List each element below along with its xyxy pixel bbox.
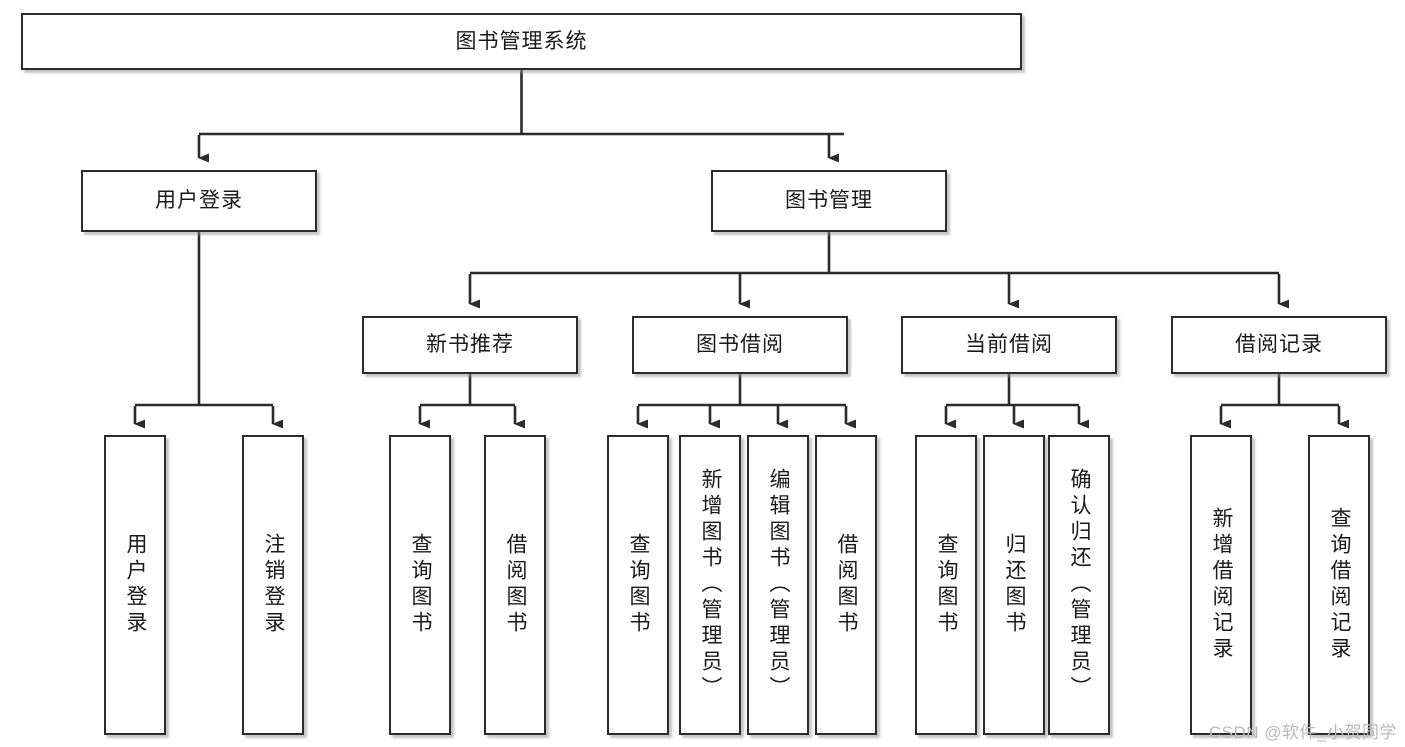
leaf-node-confirm-return[interactable]: 确认归还（管理员） xyxy=(1048,435,1110,735)
edge-current-borrow-to-leaves xyxy=(944,374,1089,429)
leaf-node-query-book-borrow[interactable]: 查询图书 xyxy=(607,435,669,735)
node-label-borrow-record: 借阅记录 xyxy=(1235,333,1323,357)
edge-book-borrow-to-leaves xyxy=(636,374,856,429)
node-label-new-book-recommend: 新书推荐 xyxy=(426,333,514,357)
leaf-node-query-book-recommend[interactable]: 查询图书 xyxy=(389,435,451,735)
leaf-label-query-book-borrow: 查询图书 xyxy=(627,533,651,637)
leaf-node-query-book-current[interactable]: 查询图书 xyxy=(915,435,977,735)
leaf-label-user-login: 用户登录 xyxy=(124,533,148,637)
node-user-login[interactable]: 用户登录 xyxy=(81,170,317,232)
leaf-label-confirm-return: 确认归还（管理员） xyxy=(1068,468,1092,702)
leaf-label-query-book-current: 查询图书 xyxy=(935,533,959,637)
edge-borrow-record-to-leaves xyxy=(1219,374,1349,429)
node-label-book-management: 图书管理 xyxy=(785,189,873,213)
leaf-node-borrow-book[interactable]: 借阅图书 xyxy=(815,435,877,735)
leaf-node-add-book[interactable]: 新增图书（管理员） xyxy=(679,435,741,735)
leaf-label-borrow-book-recommend: 借阅图书 xyxy=(504,533,528,637)
watermark-text: CSDN @软件_小贺同学 xyxy=(1208,723,1397,742)
node-borrow-record[interactable]: 借阅记录 xyxy=(1171,316,1387,374)
leaf-label-add-borrow-record: 新增借阅记录 xyxy=(1210,507,1234,663)
leaf-node-edit-book[interactable]: 编辑图书（管理员） xyxy=(747,435,809,735)
leaf-label-query-borrow-record: 查询借阅记录 xyxy=(1328,507,1352,663)
leaf-node-add-borrow-record[interactable]: 新增借阅记录 xyxy=(1190,435,1252,735)
leaf-label-borrow-book: 借阅图书 xyxy=(835,533,859,637)
node-book-management[interactable]: 图书管理 xyxy=(711,170,947,232)
edge-root-to-level2 xyxy=(197,70,844,163)
leaf-label-edit-book: 编辑图书（管理员） xyxy=(767,468,791,702)
leaf-label-user-logout: 注销登录 xyxy=(262,533,286,637)
leaf-node-borrow-book-recommend[interactable]: 借阅图书 xyxy=(484,435,546,735)
node-label-user-login: 用户登录 xyxy=(155,189,243,213)
leaf-label-query-book-recommend: 查询图书 xyxy=(409,533,433,637)
leaf-node-user-logout[interactable]: 注销登录 xyxy=(242,435,304,735)
leaf-label-add-book: 新增图书（管理员） xyxy=(699,468,723,702)
edge-new-book-recommend-to-leaves xyxy=(418,374,525,429)
leaf-node-user-login[interactable]: 用户登录 xyxy=(104,435,166,735)
node-new-book-recommend[interactable]: 新书推荐 xyxy=(362,316,578,374)
node-root-book-management-system[interactable]: 图书管理系统 xyxy=(21,13,1022,70)
edge-book-management-to-level3 xyxy=(468,232,1289,309)
leaf-label-return-book: 归还图书 xyxy=(1003,533,1027,637)
node-current-borrow[interactable]: 当前借阅 xyxy=(901,316,1117,374)
edge-user-login-to-leaves xyxy=(133,232,283,429)
node-label-root: 图书管理系统 xyxy=(455,29,588,53)
leaf-node-return-book[interactable]: 归还图书 xyxy=(983,435,1045,735)
node-label-book-borrow: 图书借阅 xyxy=(696,333,784,357)
node-book-borrow[interactable]: 图书借阅 xyxy=(632,316,848,374)
leaf-node-query-borrow-record[interactable]: 查询借阅记录 xyxy=(1308,435,1370,735)
node-label-current-borrow: 当前借阅 xyxy=(965,333,1053,357)
